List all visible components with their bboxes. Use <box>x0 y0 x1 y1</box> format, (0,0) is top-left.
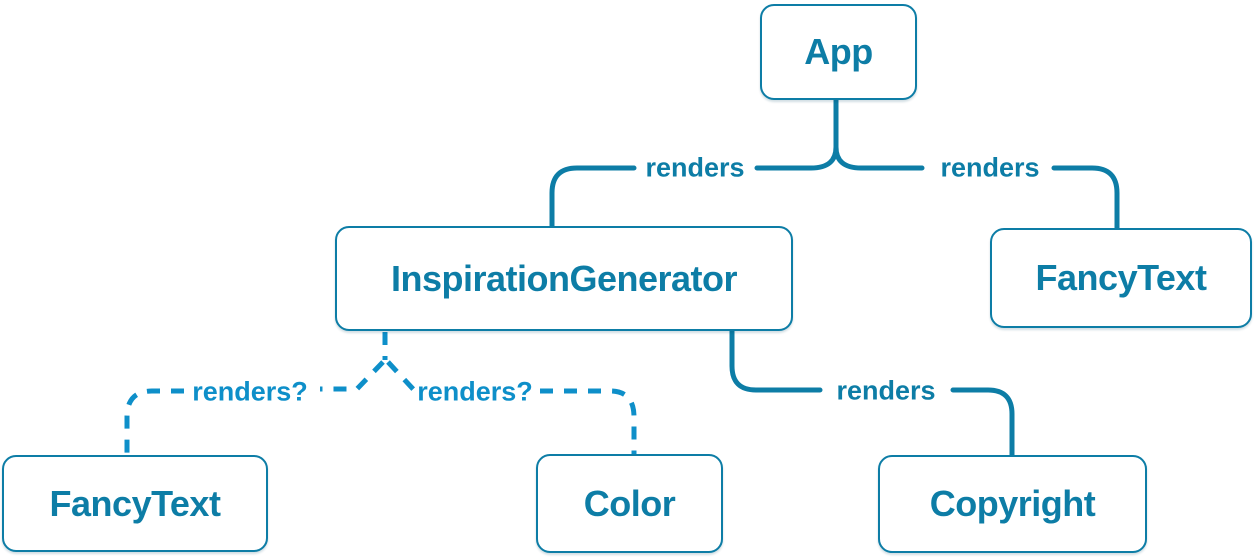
edge-inspirationgenerator-to-color-conditional <box>386 360 637 454</box>
node-app-label: App <box>804 31 873 72</box>
node-fancytext-bottom: FancyText <box>2 455 268 552</box>
node-copyright: Copyright <box>878 455 1147 553</box>
node-app: App <box>760 4 917 100</box>
node-inspiration-generator: InspirationGenerator <box>335 226 793 331</box>
edge-label-app-to-fancytext: renders <box>940 152 1040 183</box>
edge-label-inspirationgenerator-to-copyright: renders <box>836 375 936 406</box>
edge-label-inspirationgenerator-to-color: renders? <box>417 376 533 407</box>
node-color-label: Color <box>583 482 676 524</box>
node-inspiration-generator-label: InspirationGenerator <box>390 257 738 299</box>
edge-label-inspirationgenerator-to-fancytext: renders? <box>192 376 308 407</box>
node-fancytext-bottom-label: FancyText <box>49 482 221 524</box>
edge-label-app-to-inspirationgenerator: renders <box>645 152 745 183</box>
node-color: Color <box>536 454 723 553</box>
edge-app-to-fancytext <box>833 97 1120 231</box>
node-fancytext-top: FancyText <box>990 228 1252 328</box>
node-copyright-label: Copyright <box>929 483 1096 524</box>
edge-inspirationgenerator-to-fancytext-conditional <box>124 360 385 455</box>
edge-inspirationgenerator-to-copyright <box>729 328 1015 458</box>
node-fancytext-top-label: FancyText <box>1035 257 1207 298</box>
